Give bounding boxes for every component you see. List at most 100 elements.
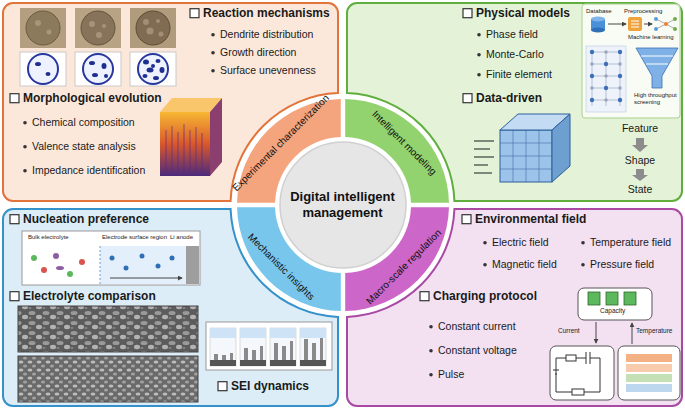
text-slot: SEI dynamics <box>231 379 309 393</box>
battery-model-figure <box>588 292 636 305</box>
text-slot: Monte-Carlo <box>486 48 544 61</box>
sei-scheme <box>260 346 263 360</box>
screening-workflow <box>654 17 658 21</box>
nucleation-scheme <box>100 246 186 284</box>
data-cube <box>500 130 552 182</box>
screening-workflow <box>604 50 608 54</box>
morphology-3d-block <box>183 124 184 176</box>
dendrite-micrograph <box>89 21 95 27</box>
dendrite-micrograph <box>156 19 160 23</box>
data-cube <box>500 156 552 157</box>
text-slot: Constant voltage <box>438 344 517 357</box>
battery-model-figure <box>553 370 559 374</box>
nucleation-scheme <box>186 246 199 284</box>
ring-segment-outline <box>237 99 343 205</box>
data-cube <box>474 148 490 150</box>
dendrite-distribution-map <box>89 61 95 65</box>
bullet-dot <box>211 33 215 37</box>
screening-workflow <box>592 52 620 106</box>
figure-label: High throughput screening <box>634 92 680 106</box>
dendrite-distribution-map <box>147 68 154 73</box>
ring-label: Intelligent modeling <box>369 109 438 178</box>
ring-label: Macro-scale regulation <box>364 227 444 307</box>
heading-marker <box>463 94 472 103</box>
data-cube <box>474 156 494 158</box>
sei-scheme <box>240 360 266 366</box>
sei-scheme <box>274 343 278 360</box>
screening-workflow <box>590 50 622 102</box>
morphology-3d-block <box>177 132 178 176</box>
battery-model-figure <box>618 346 680 400</box>
screening-workflow <box>673 27 677 31</box>
section-heading: Nucleation preference <box>23 212 149 226</box>
text-slot: State <box>610 183 670 196</box>
text-slot: Impedance identification <box>32 164 145 177</box>
battery-model-figure <box>550 346 614 400</box>
dendrite-distribution-map <box>92 73 98 77</box>
bullet-dot <box>23 121 27 125</box>
dendrite-micrograph <box>20 8 66 48</box>
dendrite-distribution-map <box>143 74 148 78</box>
screening-workflow <box>641 56 673 57</box>
battery-model-figure <box>556 358 600 392</box>
bullet-dot <box>23 145 27 149</box>
text-slot: Pressure field <box>590 258 654 271</box>
bullet-item: Dendrite distribution <box>220 28 313 41</box>
dendrite-distribution-map <box>28 54 58 84</box>
sei-scheme <box>210 360 326 366</box>
dendrite-micrograph <box>143 19 149 25</box>
dendrite-distribution-map <box>102 63 107 69</box>
bullet-dot <box>429 373 433 377</box>
text-slot: Temperature field <box>590 236 671 249</box>
ring-label: Mechanistic insights <box>245 231 317 303</box>
dendrite-micrograph <box>102 24 106 28</box>
nucleation-scheme <box>170 256 175 261</box>
bullet-dot <box>23 169 27 173</box>
morphology-3d-block <box>189 130 190 176</box>
sei-scheme <box>206 322 332 370</box>
screening-workflow <box>618 62 622 66</box>
flow-step: Feature <box>610 122 670 135</box>
sei-scheme <box>304 339 308 360</box>
panel-outline <box>347 3 682 201</box>
screening-workflow <box>618 74 622 78</box>
sei-scheme <box>244 348 248 360</box>
nucleation-scheme <box>41 267 47 273</box>
screening-workflow <box>608 24 626 25</box>
dendrite-micrograph <box>81 11 115 45</box>
screening-workflow <box>664 22 668 26</box>
screening-workflow <box>591 17 605 22</box>
screening-workflow <box>618 50 622 54</box>
dendrite-distribution-map <box>156 59 161 63</box>
screening-workflow <box>618 86 622 90</box>
bullet-item: Constant voltage <box>438 344 517 357</box>
text-slot: Constant current <box>438 320 516 333</box>
ring-arc <box>345 99 449 203</box>
screening-workflow <box>631 21 639 22</box>
bullet-dot <box>477 33 481 37</box>
ring-arc <box>345 207 449 311</box>
screening-workflow <box>673 17 677 21</box>
bullet-dot <box>477 73 481 77</box>
text-slot: Data-driven <box>476 91 542 105</box>
text-slot: Preprocessing <box>624 8 662 15</box>
nucleation-scheme <box>56 266 64 270</box>
panel-outline <box>3 209 338 406</box>
sei-scheme <box>290 341 293 360</box>
bullet-dot <box>581 241 585 245</box>
ring-label: Experimental characterization <box>230 93 332 195</box>
ring-segment: Macro-scale regulation <box>343 205 449 311</box>
heading-marker <box>420 292 429 301</box>
nucleation-scheme <box>22 231 200 285</box>
screening-workflow <box>590 62 594 66</box>
bullet-dot <box>429 325 433 329</box>
dendrite-distribution-map <box>20 52 66 86</box>
screening-workflow <box>591 28 605 33</box>
section-panel: Environmental fieldElectric fieldTempera… <box>346 208 683 407</box>
bullet-item: Chemical composition <box>32 116 135 129</box>
heading-marker <box>10 292 19 301</box>
text-slot: Feature <box>610 122 670 135</box>
battery-model-figure <box>578 288 652 320</box>
dendrite-micrograph <box>20 8 176 48</box>
